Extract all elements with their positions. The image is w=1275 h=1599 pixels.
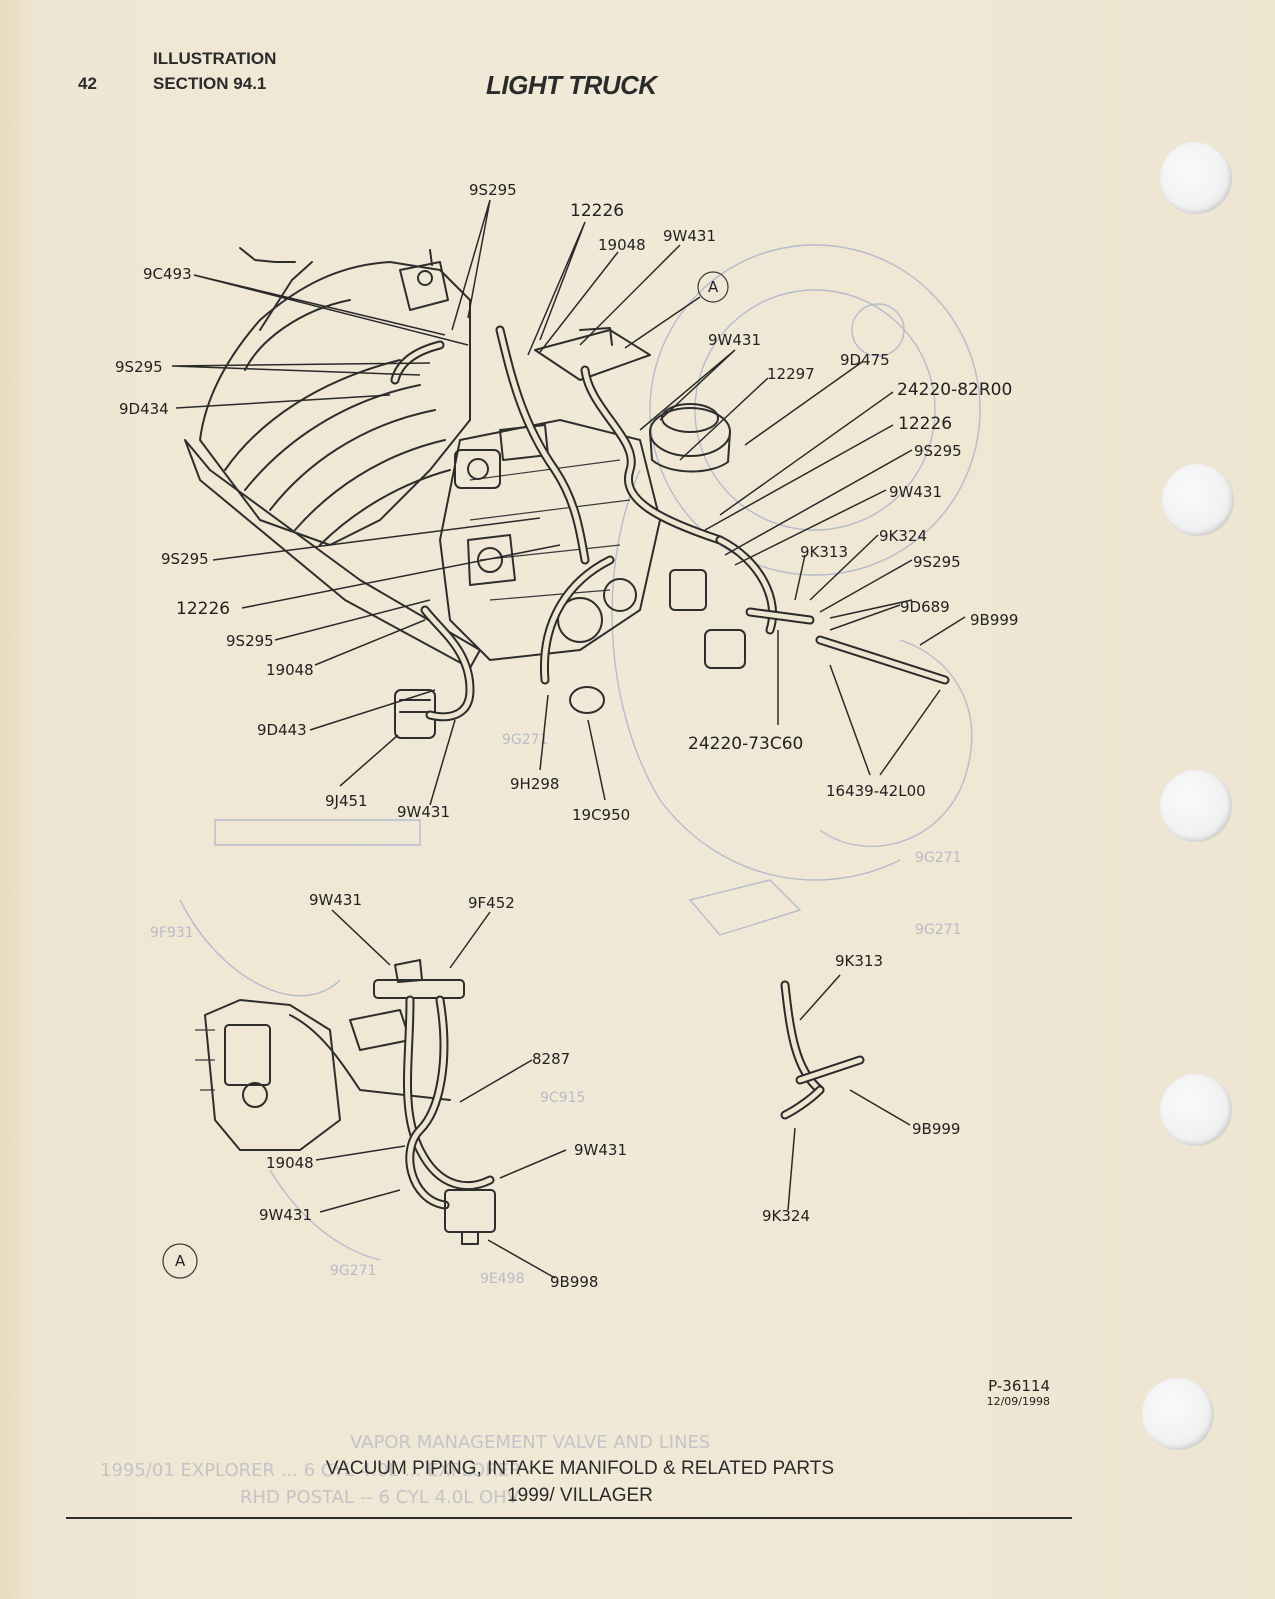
page-title: LIGHT TRUCK	[486, 70, 657, 100]
label-9d689: 9D689	[900, 598, 950, 616]
svg-text:9F931: 9F931	[150, 925, 194, 941]
caption-model: 1999/ VILLAGER	[507, 1485, 653, 1506]
binder-hole	[1162, 464, 1234, 536]
label-9w431: 9W431	[889, 483, 942, 501]
label-8287: 8287	[532, 1050, 570, 1068]
header-section: SECTION 94.1	[153, 74, 267, 93]
label-9s295: 9S295	[115, 358, 163, 376]
label-a-callout: A	[708, 278, 719, 296]
label-9s295: 9S295	[161, 550, 209, 568]
binder-hole	[1142, 1378, 1214, 1450]
label-12226: 12226	[176, 599, 230, 619]
label-9h298: 9H298	[510, 775, 559, 793]
label-9k324: 9K324	[879, 527, 927, 545]
leader-lines	[171, 199, 966, 1279]
label-9w431: 9W431	[309, 891, 362, 909]
label-9w431: 9W431	[397, 803, 450, 821]
label-9c493: 9C493	[143, 265, 192, 283]
label-9s295: 9S295	[914, 442, 962, 460]
label-9k324: 9K324	[762, 1207, 810, 1225]
label-a-marker: A	[175, 1252, 186, 1270]
hose-detail-drawing	[780, 980, 865, 1120]
label-9w431: 9W431	[708, 331, 761, 349]
binder-hole	[1160, 1074, 1232, 1146]
label-19c950: 19C950	[572, 806, 630, 824]
label-24220-82r00: 24220-82R00	[897, 380, 1012, 400]
svg-text:9C915: 9C915	[540, 1090, 585, 1106]
label-9b999: 9B999	[912, 1120, 960, 1138]
label-19048: 19048	[266, 661, 314, 679]
label-12226: 12226	[898, 414, 952, 434]
detail-a-drawing	[195, 959, 496, 1245]
svg-text:9G271: 9G271	[915, 922, 961, 938]
label-19048: 19048	[266, 1154, 314, 1172]
illustration-number: P-36114	[988, 1377, 1050, 1395]
label-9f452: 9F452	[468, 894, 515, 912]
bottom-rule	[66, 1517, 1072, 1519]
vacuum-hoses	[390, 325, 950, 722]
svg-text:RHD POSTAL -- 6 CYL 4.0L OHV: RHD POSTAL -- 6 CYL 4.0L OHV	[240, 1487, 520, 1508]
label-9k313: 9K313	[800, 543, 848, 561]
svg-text:9G271: 9G271	[915, 850, 961, 866]
label-9w431: 9W431	[663, 227, 716, 245]
label-9s295: 9S295	[913, 553, 961, 571]
detail-a-callout	[697, 271, 729, 303]
binder-hole	[1160, 142, 1232, 214]
label-9b998: 9B998	[550, 1273, 598, 1291]
label-9k313: 9K313	[835, 952, 883, 970]
label-9w431: 9W431	[259, 1206, 312, 1224]
label-9d475: 9D475	[840, 351, 890, 369]
svg-text:VAPOR MANAGEMENT VALVE AND LIN: VAPOR MANAGEMENT VALVE AND LINES	[350, 1432, 710, 1453]
svg-text:9G271: 9G271	[502, 732, 548, 748]
svg-text:9E498: 9E498	[480, 1271, 524, 1287]
label-9j451: 9J451	[325, 792, 368, 810]
detail-a-marker	[162, 1243, 198, 1279]
label-9d443: 9D443	[257, 721, 307, 739]
svg-text:9G271: 9G271	[330, 1263, 376, 1279]
part-number-block: P-36114 12/09/1998	[930, 1377, 1050, 1408]
label-12297: 12297	[767, 365, 815, 383]
part-labels: 9S295 12226 19048 9W431 9C493 A 9W431 9S…	[115, 181, 1018, 1291]
svg-text:1995/01 EXPLORER ... 6 CYL 4.0: 1995/01 EXPLORER ... 6 CYL 4.0L ... EXPL…	[100, 1460, 534, 1481]
label-12226: 12226	[570, 201, 624, 221]
label-9w431: 9W431	[574, 1141, 627, 1159]
label-9s295: 9S295	[226, 632, 274, 650]
label-9b999: 9B999	[970, 611, 1018, 629]
caption-title: VACUUM PIPING, INTAKE MANIFOLD & RELATED…	[325, 1458, 835, 1479]
label-24220-73c60: 24220-73C60	[688, 734, 803, 754]
label-9d434: 9D434	[119, 400, 169, 418]
binder-hole	[1160, 770, 1232, 842]
label-16439-42l00: 16439-42L00	[826, 782, 926, 800]
show-through-ghost: 9G271 9G271 9F931 9G271 9C915 9G271 9E49…	[100, 244, 981, 1508]
label-19048: 19048	[598, 236, 646, 254]
page-number: 42	[78, 74, 97, 93]
illustration-date: 12/09/1998	[986, 1395, 1050, 1408]
label-9s295: 9S295	[469, 181, 517, 199]
header-illustration: ILLUSTRATION	[153, 49, 277, 68]
